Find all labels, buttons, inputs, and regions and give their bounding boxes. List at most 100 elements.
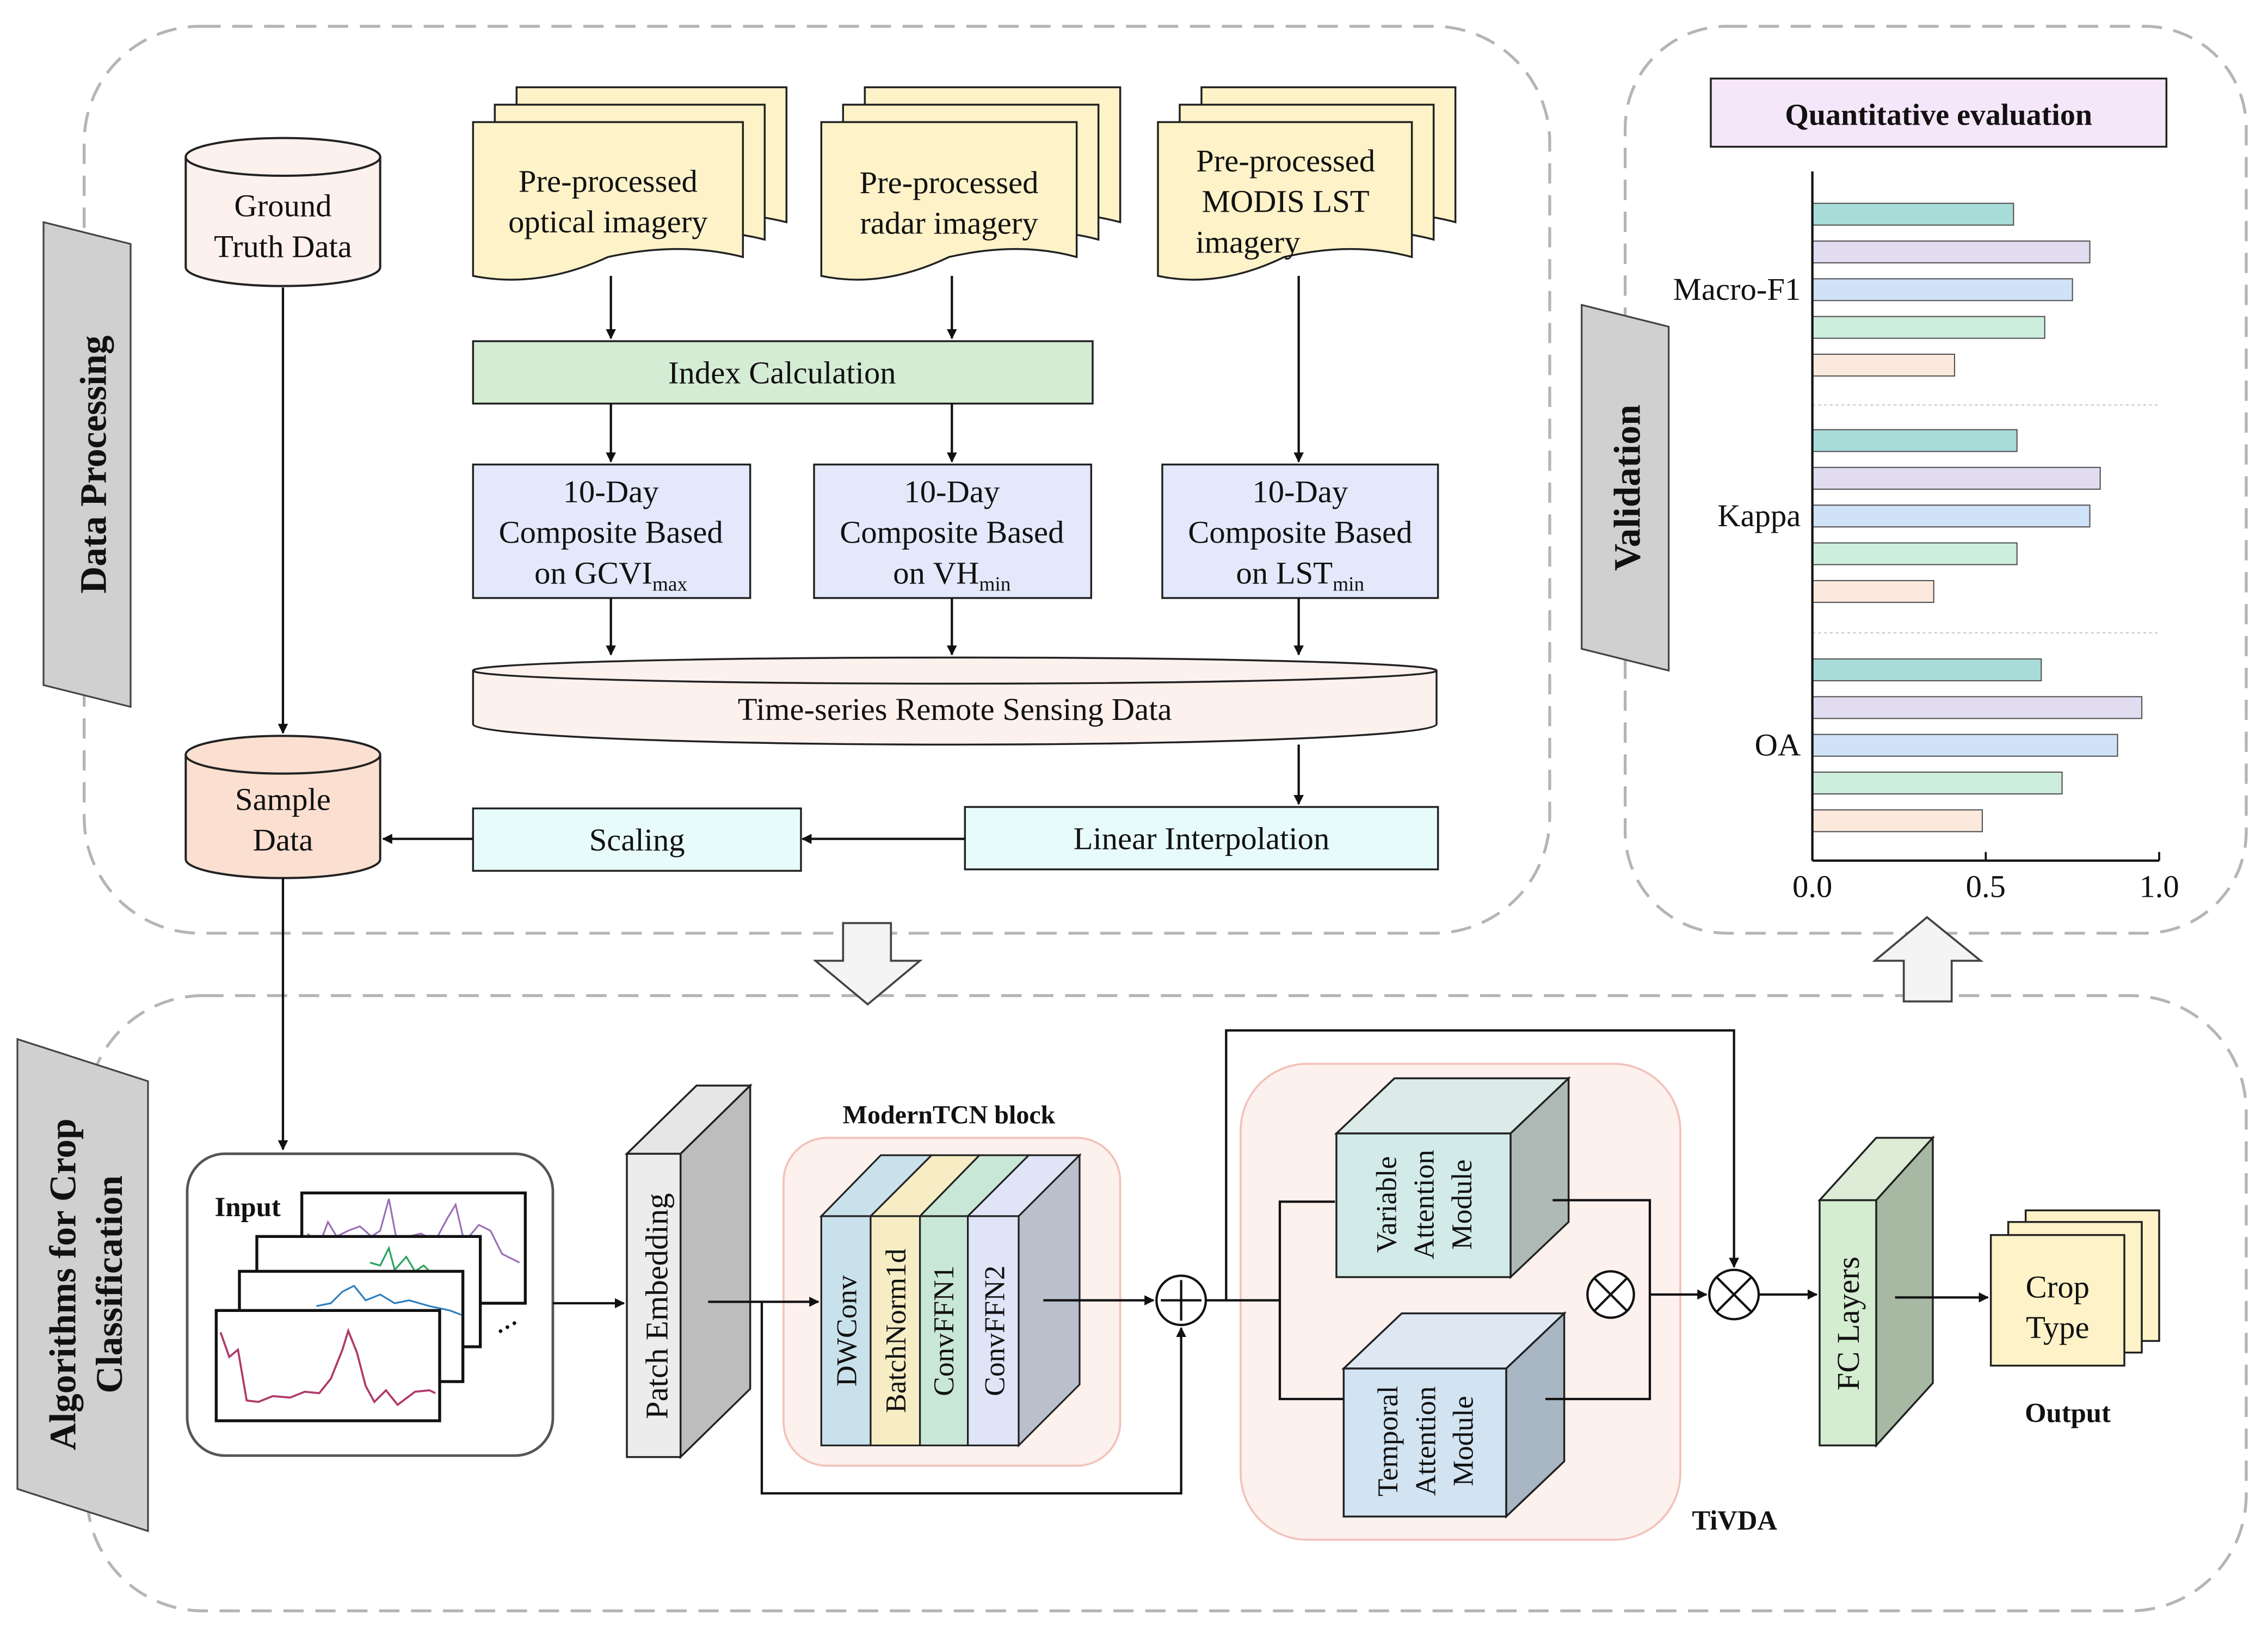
bar-macro-f1-3 (1811, 278, 2073, 301)
time-series-label: Time-series Remote Sensing Data (738, 692, 1172, 727)
composite-gcvi-box: 10-Day Composite Based on GCVImax (472, 463, 751, 599)
linear-interpolation-box (964, 806, 1439, 871)
moderntcn-layers: DWConv BatchNorm1d ConvFFN1 ConvFFN2 (819, 1153, 1082, 1448)
patch-embedding-block: Patch Embedding (624, 1083, 753, 1459)
convffn2-label: ConvFFN2 (978, 1266, 1010, 1396)
x-tick-label: 1.0 (2139, 868, 2179, 904)
composite-vh-box: 10-Day Composite Based on VHmin (813, 463, 1093, 599)
ground-truth-cylinder: Ground Truth Data (184, 137, 381, 287)
scaling-label: Scaling (589, 822, 685, 858)
sample-data-line2: Data (253, 822, 313, 858)
algorithms-label-line2: Classification (88, 1175, 130, 1394)
optical-imagery-stack: Pre-processed optical imagery (472, 86, 788, 281)
data-processing-arrows (278, 275, 1304, 1151)
variable-line3: Module (1445, 1160, 1478, 1250)
bar-kappa-5 (1811, 580, 1934, 603)
composite-gcvi-line2: Composite Based (499, 515, 723, 550)
variable-line2: Attention (1408, 1150, 1440, 1259)
bar-macro-f1-5 (1811, 353, 1956, 377)
temporal-line3: Module (1447, 1396, 1480, 1486)
bar-kappa-1 (1811, 429, 2018, 452)
category-label-macro-f1: Macro-F1 (1673, 272, 1801, 307)
bar-macro-f1-4 (1811, 316, 2045, 339)
validation-label: Validation (1606, 404, 1648, 571)
composite-vh-line1: 10-Day (904, 474, 1000, 509)
modis-lst-stack: Pre-processed MODIS LST imagery (1157, 86, 1457, 281)
modis-line2: MODIS LST (1202, 184, 1370, 219)
composite-gcvi-line3: on GCVImax (534, 555, 687, 595)
composite-vh-line2: Composite Based (840, 515, 1064, 550)
index-calculation-label: Index Calculation (668, 355, 896, 390)
quantitative-evaluation-title: Quantitative evaluation (1785, 98, 2092, 132)
time-series-cylinder: Time-series Remote Sensing Data (472, 656, 1438, 746)
variable-attention-module: Variable Attention Module (1334, 1076, 1571, 1280)
bar-oa-1 (1811, 658, 2042, 682)
fc-layers-label: FC Layers (1831, 1256, 1866, 1390)
crop-type-output-stack: Crop Type (1989, 1209, 2160, 1367)
composite-lst-line2: Composite Based (1188, 515, 1412, 550)
algorithms-section-tab: Algorithms for Crop Classification (16, 1038, 149, 1532)
optical-line2: optical imagery (508, 204, 708, 239)
composite-lst-line1: 10-Day (1252, 474, 1348, 509)
moderntcn-title: ModernTCN block (843, 1100, 1056, 1129)
bar-oa-5 (1811, 809, 1983, 833)
output-multiply-node (1708, 1268, 1760, 1321)
batchnorm-layer (870, 1215, 921, 1446)
variable-line1: Variable (1370, 1156, 1402, 1253)
crop-line1: Crop (2026, 1269, 2090, 1304)
x-tick-label: 0.0 (1792, 868, 1832, 904)
modis-line1: Pre-processed (1196, 143, 1375, 178)
index-calculation-box (472, 340, 1094, 405)
input-label: Input (215, 1192, 281, 1222)
convffn1-layer (919, 1215, 969, 1446)
dwconv-layer (820, 1215, 872, 1446)
bar-macro-f1-2 (1811, 240, 2091, 264)
ground-truth-line2: Truth Data (214, 229, 352, 264)
x-tick-label: 0.5 (1966, 868, 2006, 904)
quantitative-evaluation-title-box (1710, 77, 2168, 148)
radar-line2: radar imagery (860, 206, 1038, 241)
scaling-box (472, 807, 802, 872)
composite-vh-line3: on VHmin (893, 555, 1010, 595)
ground-truth-line1: Ground (234, 188, 331, 224)
bar-oa-2 (1811, 696, 2143, 719)
down-hollow-arrow (812, 922, 923, 1006)
dwconv-label: DWConv (830, 1275, 862, 1386)
crop-line2: Type (2026, 1310, 2089, 1345)
tivda-multiply-node (1586, 1270, 1635, 1319)
sample-data-cylinder: Sample Data (184, 735, 381, 879)
bar-oa-3 (1811, 734, 2118, 757)
convffn2-layer (967, 1215, 1020, 1446)
algorithms-label-line1: Algorithms for Crop (42, 1118, 84, 1450)
bar-kappa-2 (1811, 466, 2101, 490)
algorithm-connectors (553, 1029, 1989, 1495)
fc-layers-block: FC Layers (1817, 1135, 1935, 1448)
radar-imagery-stack: Pre-processed radar imagery (820, 86, 1121, 281)
composite-gcvi-line1: 10-Day (563, 474, 660, 509)
composite-lst-box: 10-Day Composite Based on LSTmin (1161, 463, 1439, 599)
bar-oa-4 (1811, 771, 2063, 795)
sample-data-line1: Sample (235, 781, 331, 817)
data-processing-section-tab: Data Processing (42, 221, 132, 708)
bar-kappa-3 (1811, 504, 2091, 528)
patch-embedding-label: Patch Embedding (639, 1193, 675, 1419)
radar-line1: Pre-processed (860, 165, 1039, 200)
temporal-line1: Temporal (1371, 1386, 1404, 1497)
category-label-oa: OA (1755, 727, 1801, 762)
category-label-kappa: Kappa (1717, 498, 1801, 533)
batchnorm-label: BatchNorm1d (879, 1248, 912, 1413)
linear-interpolation-label: Linear Interpolation (1074, 821, 1330, 856)
validation-section-tab: Validation (1581, 304, 1670, 672)
data-processing-label: Data Processing (72, 335, 114, 593)
up-hollow-arrow (1872, 916, 1984, 1003)
tivda-label: TiVDA (1692, 1505, 1777, 1536)
algorithms-panel (85, 994, 2248, 1612)
bar-kappa-4 (1811, 542, 2018, 565)
input-time-series-panels: ... (214, 1191, 527, 1422)
temporal-line2: Attention (1409, 1386, 1441, 1496)
modis-line3: imagery (1195, 224, 1301, 260)
output-label: Output (2025, 1398, 2111, 1428)
composite-lst-line3: on LSTmin (1236, 555, 1364, 595)
